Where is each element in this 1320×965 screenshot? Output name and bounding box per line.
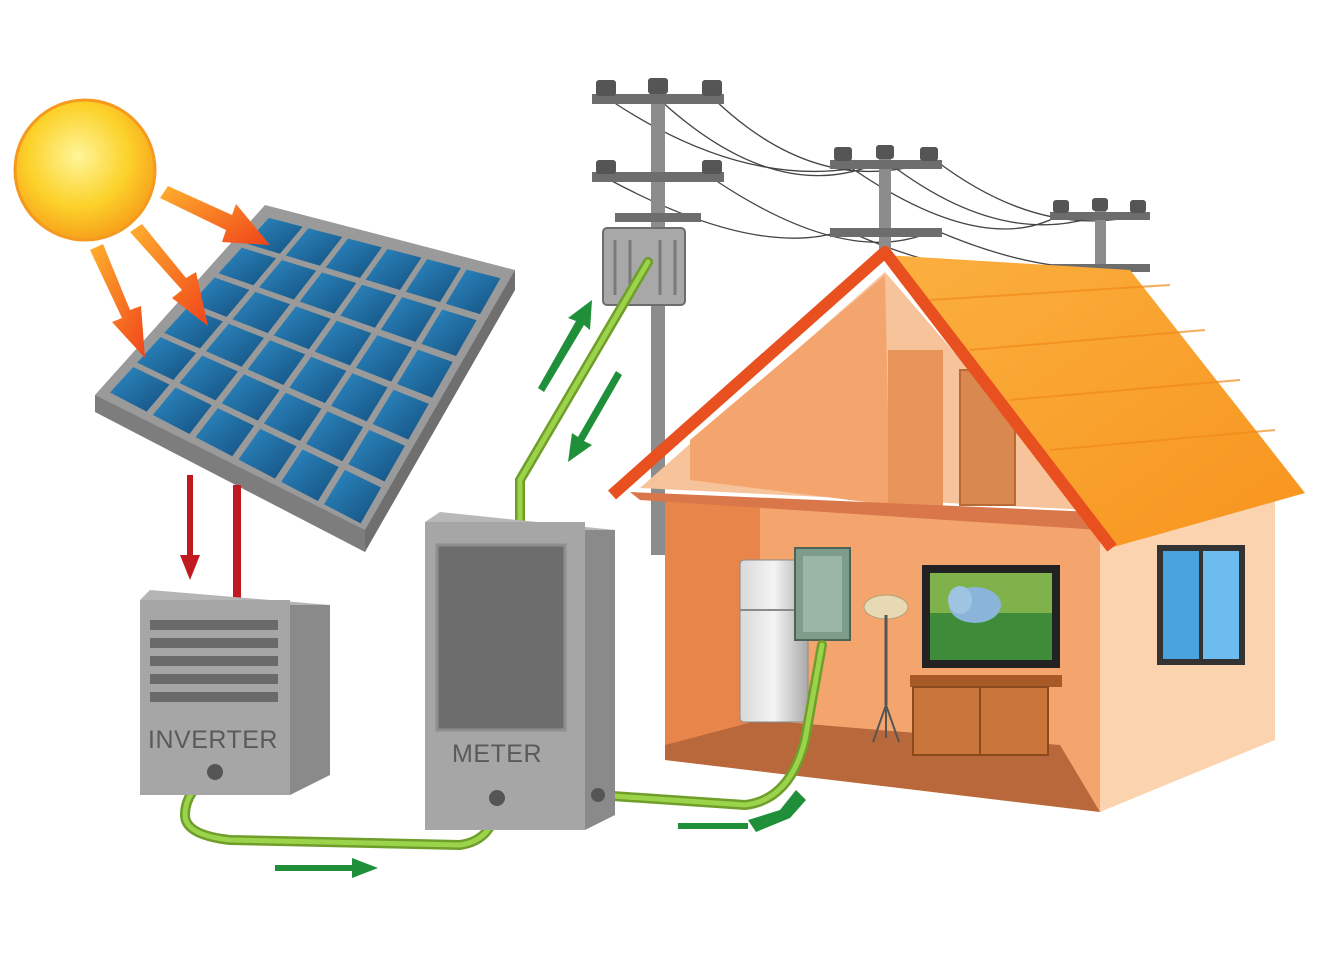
solar-cell <box>232 291 291 334</box>
solar-cell <box>247 340 306 385</box>
ceiling-slab <box>630 492 1100 530</box>
wires <box>609 99 1141 273</box>
meter-display <box>435 543 567 732</box>
floor-lamp <box>863 594 909 743</box>
solar-cell <box>324 469 382 524</box>
solar-cell <box>179 355 238 401</box>
solar-cell <box>325 238 382 278</box>
solar-cell <box>445 269 501 315</box>
roof-right <box>885 255 1305 548</box>
solar-cell <box>164 307 223 349</box>
house <box>608 246 1305 812</box>
solar-cell <box>372 389 429 440</box>
solar-cell <box>259 260 317 300</box>
solar-cell <box>263 392 322 441</box>
solar-cell <box>289 356 347 404</box>
pole-2 <box>830 145 942 258</box>
television <box>922 565 1060 668</box>
solar-cell <box>340 284 397 328</box>
meter-label: METER <box>452 740 542 768</box>
solar-cell <box>281 449 339 502</box>
solar-cell <box>380 297 437 342</box>
breaker-box <box>794 547 851 641</box>
sun <box>13 98 157 242</box>
solar-cell <box>238 428 297 479</box>
solar-cell <box>348 429 405 482</box>
roof-edge <box>608 246 1117 552</box>
dc-arrows <box>180 475 241 605</box>
ac-arrows <box>275 300 806 878</box>
solar-cell <box>365 248 422 290</box>
solar-cell <box>405 259 461 303</box>
solar-cell <box>397 349 453 398</box>
solar-cell <box>355 335 413 382</box>
solar-cell <box>137 337 197 381</box>
inverter: INVERTER <box>140 590 330 795</box>
inverter-label: INVERTER <box>148 726 278 754</box>
pole-3 <box>1050 198 1150 285</box>
solar-cell <box>285 228 343 266</box>
solar-cell <box>306 411 364 462</box>
solar-cell <box>273 306 331 350</box>
meter: METER <box>425 512 615 830</box>
solar-cell <box>314 320 372 366</box>
solar-cell <box>218 247 277 286</box>
solar-cell <box>331 373 388 422</box>
solar-cell <box>191 277 250 317</box>
solar-cell <box>195 408 255 457</box>
solar-cell <box>421 309 477 356</box>
solar-cell <box>221 374 280 421</box>
solar-cell <box>299 272 357 314</box>
sunlight-arrows <box>90 186 270 358</box>
solar-cell <box>245 217 303 254</box>
solar-cell <box>110 366 170 412</box>
cabinet <box>910 675 1062 756</box>
solar-cell <box>152 387 212 434</box>
power-poles <box>592 78 1150 555</box>
solar-cell <box>205 323 264 367</box>
